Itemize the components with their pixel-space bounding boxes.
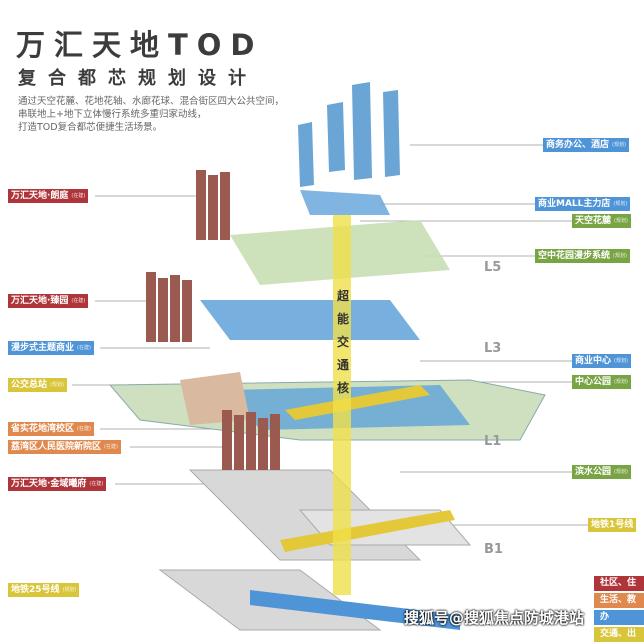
label-bus-terminal: 公交总站(规划): [8, 378, 67, 392]
level-l3: L3: [484, 341, 502, 356]
page-subtitle: 复合都芯规划设计: [18, 68, 258, 89]
level-l1: L1: [484, 434, 502, 449]
core-label: 超能交通核: [336, 289, 349, 395]
label-jinyuxifu: 万汇天地·金域曦府(在建): [8, 477, 107, 491]
label-commercial-center: 商业中心(规划): [572, 354, 631, 368]
b1-platforms: [158, 469, 472, 631]
label-school: 省实花地湾校区(在建): [8, 422, 94, 436]
metro-line-25: [250, 590, 460, 630]
label-waterfront-park: 滨水公园(规划): [572, 465, 631, 479]
label-langting: 万汇天地·朗庭(在建): [8, 189, 89, 203]
label-hospital: 荔湾区人民医院新院区(在建): [8, 440, 121, 454]
label-metro-25: 地铁25号线(规划): [8, 583, 80, 597]
label-office-hotel: 商务办公、酒店(规划): [543, 138, 629, 152]
level-l5: L5: [484, 260, 502, 275]
l1-ground: [108, 372, 546, 441]
transit-core: [333, 215, 351, 595]
label-sky-walk: 空中花园漫步系统(规划): [535, 249, 630, 263]
level-b1: B1: [484, 542, 503, 557]
metro-line-1: [280, 510, 455, 552]
label-metro-1: 地铁1号线: [588, 518, 637, 532]
residential-towers: [146, 170, 280, 470]
leader-lines: [72, 144, 588, 526]
desc-line: 打造TOD复合都芯便捷生活场景。: [18, 122, 163, 133]
desc-line: 通过天空花麓、花地花轴、水廊花球、混合街区四大公共空间，: [18, 96, 285, 107]
label-central-park: 中心公园(规划): [572, 375, 631, 389]
office-towers: [298, 82, 400, 187]
legend-office: 办: [594, 610, 644, 625]
label-zhenyuan: 万汇天地·臻园(在建): [8, 294, 89, 308]
upper-levels: [200, 190, 450, 340]
legend-life: 生活、教: [594, 593, 644, 608]
label-sky-garden: 天空花麓(规划): [572, 214, 631, 228]
page-title: 万汇天地TOD: [16, 28, 264, 62]
legend-community: 社区、住: [594, 576, 644, 591]
description: 通过天空花麓、花地花轴、水廊花球、混合街区四大公共空间， 串联地上+地下立体慢行…: [18, 95, 284, 134]
label-mall-anchor: 商业MALL主力店(规划): [535, 197, 631, 211]
desc-line: 串联地上+地下立体慢行系统多重归家动线，: [18, 109, 207, 120]
watermark: 搜狐号@搜狐焦点防城港站: [404, 609, 585, 627]
label-themed-commerce: 漫步式主题商业(在建): [8, 341, 94, 355]
